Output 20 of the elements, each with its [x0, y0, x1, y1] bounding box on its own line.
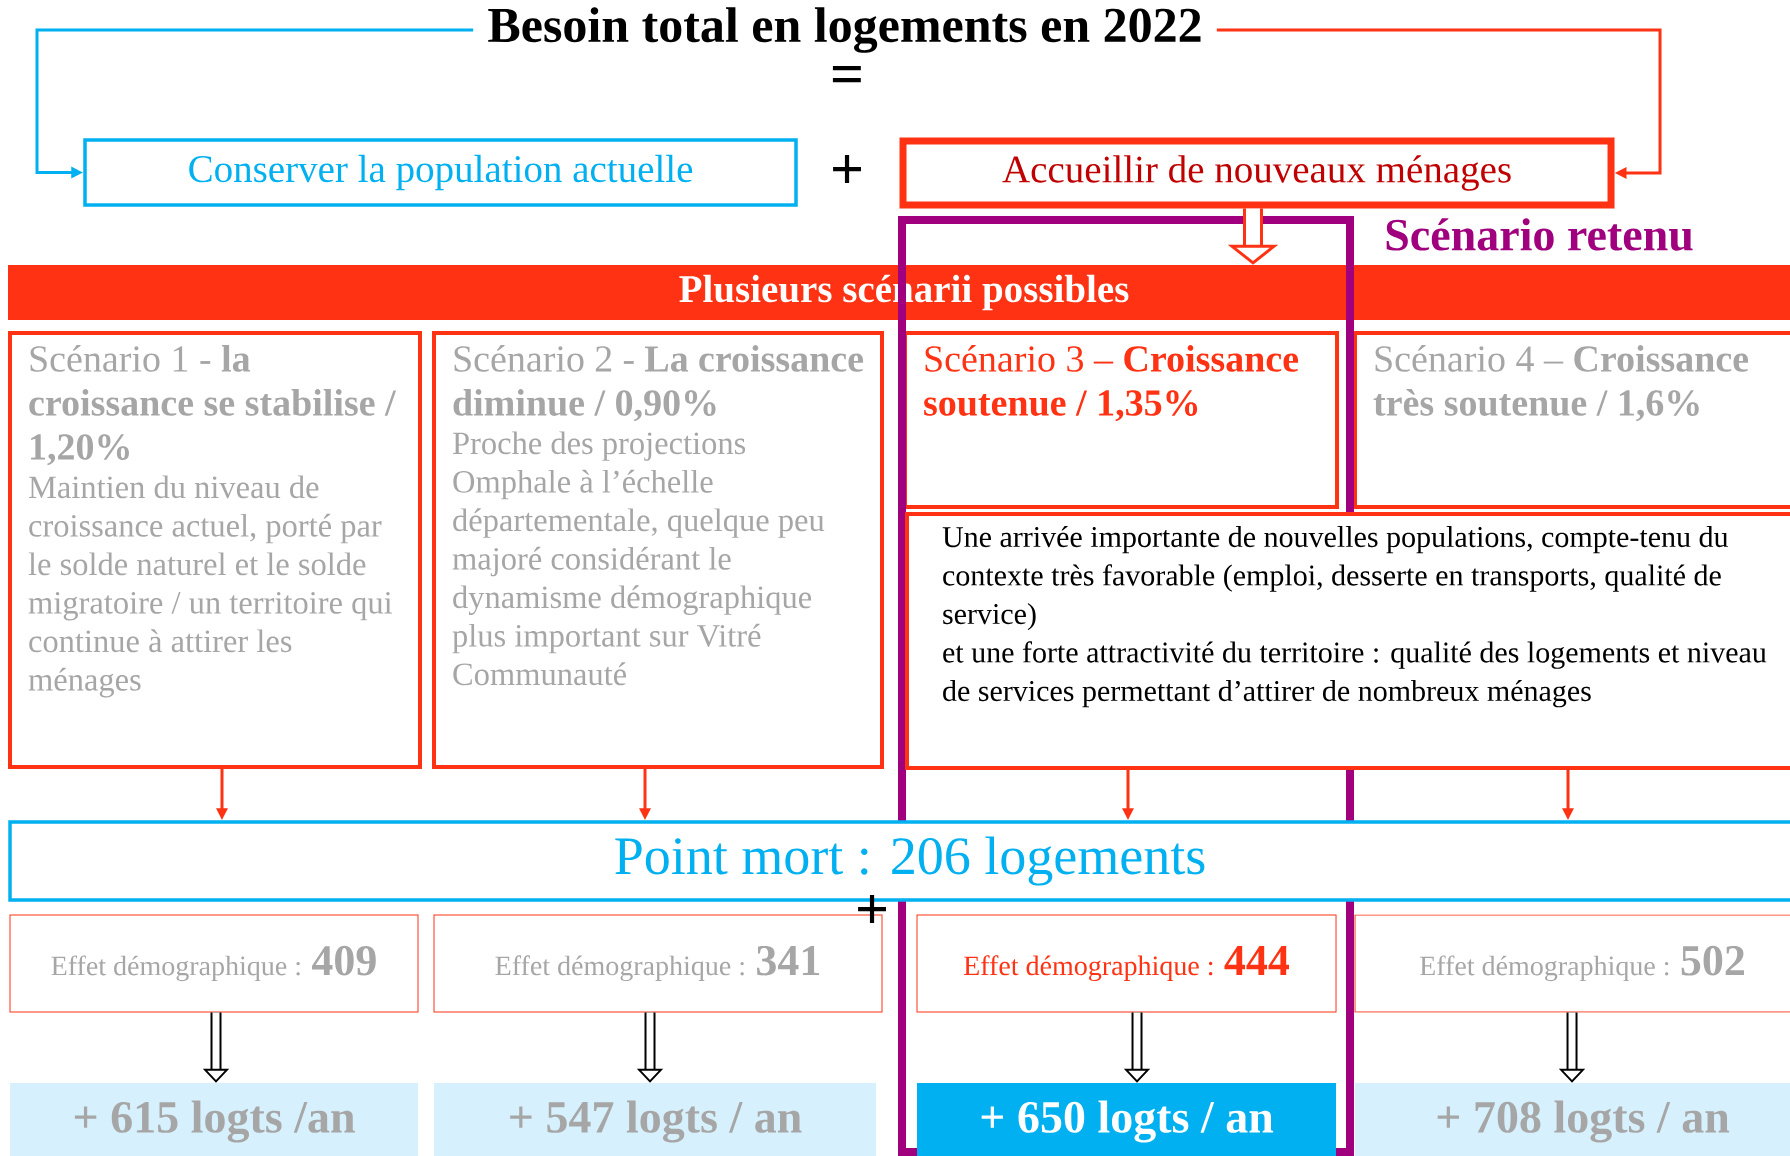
scenario-box: Scénario 1 - la croissance se stabilise / 1,20% Maintien du niveau de croissance actuel, porté par le solde naturel et le solde migratoire / un territoire qui continue à attirer les ménages: [8, 331, 422, 769]
arrow: [1216, 28, 1662, 179]
scenario-box: Scénario 4 – Croissance très soutenue / 1,6%: [1353, 331, 1790, 509]
effect-box: Effet démographique : 444: [916, 914, 1337, 1013]
result-box: + 708 logts / an: [1355, 1083, 1790, 1156]
process-box: Accueillir de nouveaux ménages: [899, 137, 1615, 209]
result-box: + 650 logts / an: [917, 1083, 1336, 1156]
title: Besoin total en logements en 2022: [488, 7, 1201, 53]
process-box: Conserver la population actuelle: [83, 138, 798, 207]
scenario-box: Scénario 2 - La croissance diminue / 0,90% Proche des projections Omphale à l’échelle départementale, quelque peu majoré considérant le dynamisme démographique plus important sur Vitré Communauté: [432, 331, 884, 769]
header-band: Plusieurs scénarii possibles: [8, 265, 1790, 320]
effect-box: Effet démographique : 502: [1354, 914, 1790, 1013]
effect-box: Effet démographique : 409: [9, 914, 419, 1013]
result-box: + 615 logts /an: [10, 1083, 418, 1156]
node-label: Scénario retenu: [1386, 218, 1693, 251]
symbol: +: [833, 155, 861, 183]
description-box: Une arrivée importante de nouvelles populations, compte-tenu du contexte très favorable (emploi, desserte en transports, qualité de service) et une forte attractivité du territoire : qualité des logements et niveau de services permettant d’attirer de nombreux ménages: [905, 512, 1790, 770]
scenario-box: Scénario 3 – Croissance soutenue / 1,35%: [903, 331, 1339, 509]
result-box: + 547 logts / an: [434, 1083, 876, 1156]
symbol: =: [832, 66, 861, 83]
